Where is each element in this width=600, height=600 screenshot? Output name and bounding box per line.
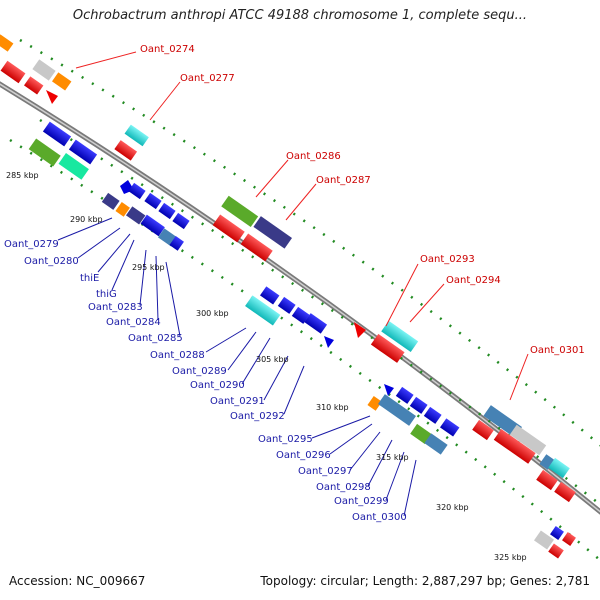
gene-label: Oant_0283 bbox=[88, 302, 143, 313]
genome-summary: Topology: circular; Length: 2,887,297 bp… bbox=[260, 574, 590, 588]
tick-label: 320 kbp bbox=[436, 503, 469, 512]
tick-label: 300 kbp bbox=[196, 309, 229, 318]
gene-label: Oant_0295 bbox=[258, 434, 313, 445]
gene-label: Oant_0287 bbox=[316, 175, 371, 186]
tick-label: 315 kbp bbox=[376, 453, 409, 462]
gene-label: Oant_0299 bbox=[334, 496, 389, 507]
gene-label: Oant_0290 bbox=[190, 380, 245, 391]
gene-label: Oant_0279 bbox=[4, 239, 59, 250]
upper-gene-labels[interactable]: Oant_0274 Oant_0277 Oant_0286 Oant_0287 … bbox=[140, 44, 585, 356]
gene-label: Oant_0296 bbox=[276, 450, 331, 461]
gene-label: Oant_0286 bbox=[286, 151, 341, 162]
map-title: Ochrobactrum anthropi ATCC 49188 chromos… bbox=[72, 8, 528, 23]
lower-gene-labels[interactable]: Oant_0279 Oant_0280 thiE thiG Oant_0283 … bbox=[4, 239, 407, 523]
gene-label: thiG bbox=[96, 289, 117, 300]
gene-label: Oant_0300 bbox=[352, 512, 407, 523]
lower-strand-genes[interactable] bbox=[28, 121, 460, 455]
gene-label: Oant_0293 bbox=[420, 254, 475, 265]
gene-label: Oant_0297 bbox=[298, 466, 353, 477]
gene-label: Oant_0301 bbox=[530, 345, 585, 356]
scale-ticks: 285 kbp 290 kbp 295 kbp 300 kbp 305 kbp … bbox=[6, 171, 527, 562]
tick-label: 325 kbp bbox=[494, 553, 527, 562]
tick-label: 295 kbp bbox=[132, 263, 165, 272]
gene-label: Oant_0280 bbox=[24, 256, 79, 267]
gene-label: thiE bbox=[80, 273, 99, 284]
reading-frame-guides bbox=[9, 38, 600, 561]
gene-label: Oant_0288 bbox=[150, 350, 205, 361]
gene-label: Oant_0294 bbox=[446, 275, 501, 286]
gene-label: Oant_0274 bbox=[140, 44, 195, 55]
gene-label: Oant_0292 bbox=[230, 411, 285, 422]
accession-label: Accession: NC_009667 bbox=[9, 574, 146, 588]
gene-label: Oant_0285 bbox=[128, 333, 183, 344]
upper-strand-genes[interactable] bbox=[0, 34, 576, 559]
tick-label: 305 kbp bbox=[256, 355, 289, 364]
gene-label: Oant_0289 bbox=[172, 366, 227, 377]
gene-label: Oant_0277 bbox=[180, 73, 235, 84]
tick-label: 290 kbp bbox=[70, 215, 103, 224]
gene-label: Oant_0298 bbox=[316, 482, 371, 493]
lower-leader-lines bbox=[57, 217, 417, 517]
tick-label: 285 kbp bbox=[6, 171, 39, 180]
upper-leader-lines bbox=[75, 51, 529, 401]
tick-label: 310 kbp bbox=[316, 403, 349, 412]
gene-label: Oant_0291 bbox=[210, 396, 265, 407]
gene-label: Oant_0284 bbox=[106, 317, 161, 328]
